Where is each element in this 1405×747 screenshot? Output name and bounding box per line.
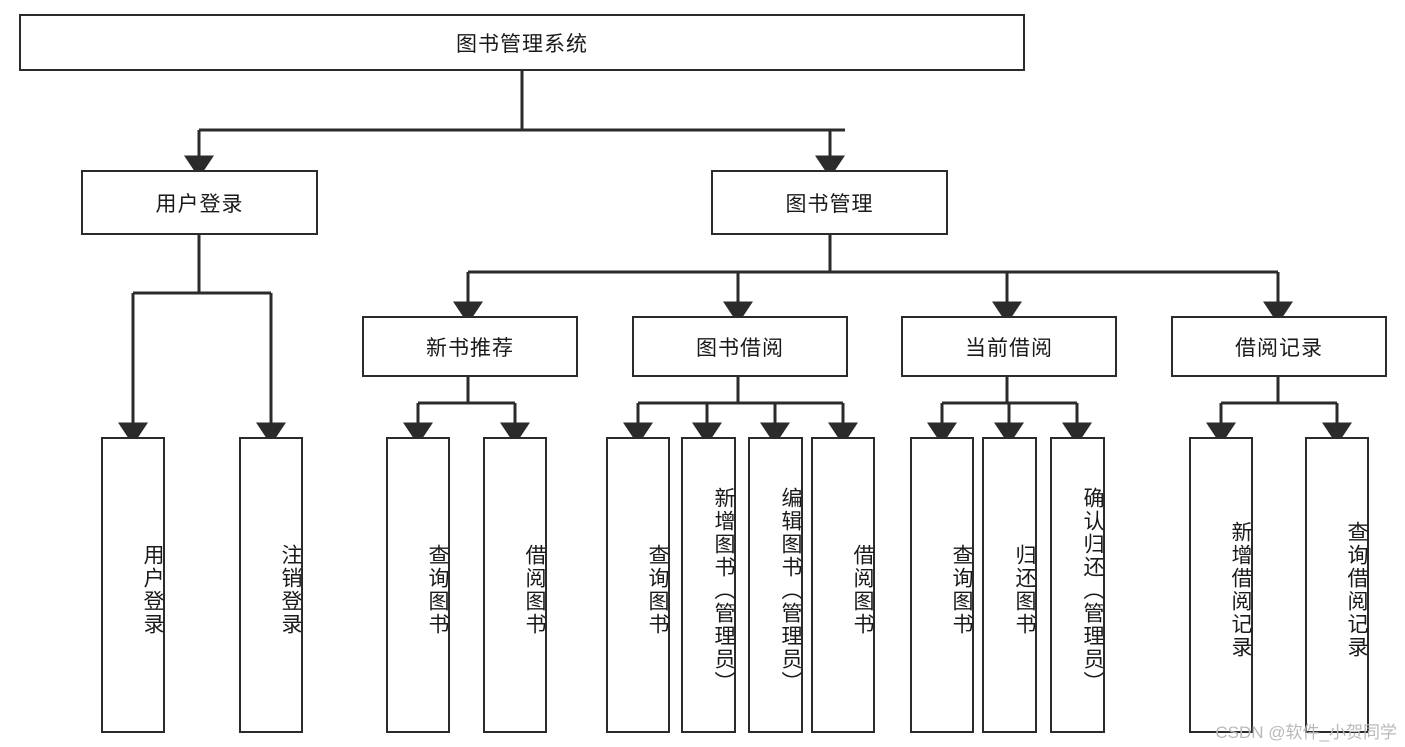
node-book-management[interactable]: 图书管理 (711, 170, 948, 235)
leaf-edit-book-admin[interactable]: 编辑图书（管理员） (748, 437, 803, 733)
leaf-borrow-book-new-label: 借阅图书 (523, 544, 546, 636)
leaf-borrow-book-borrow[interactable]: 借阅图书 (811, 437, 875, 733)
leaf-edit-book-admin-label: 编辑图书（管理员） (779, 486, 802, 694)
node-borrow-records[interactable]: 借阅记录 (1171, 316, 1387, 377)
leaf-query-book-new[interactable]: 查询图书 (386, 437, 450, 733)
leaf-query-book-new-label: 查询图书 (426, 544, 449, 636)
leaf-add-book-admin[interactable]: 新增图书（管理员） (681, 437, 736, 733)
leaf-return-book-label: 归还图书 (1013, 544, 1036, 636)
node-root-label: 图书管理系统 (456, 32, 588, 56)
node-book-borrow[interactable]: 图书借阅 (632, 316, 848, 377)
node-new-book-recommend[interactable]: 新书推荐 (362, 316, 578, 377)
leaf-add-borrow-record-label: 新增借阅记录 (1229, 521, 1252, 659)
leaf-query-borrow-record-label: 查询借阅记录 (1345, 521, 1368, 659)
node-book-management-label: 图书管理 (785, 192, 874, 216)
leaf-user-login[interactable]: 用户登录 (101, 437, 165, 733)
leaf-query-book-current-label: 查询图书 (950, 544, 973, 636)
node-new-book-recommend-label: 新书推荐 (426, 336, 514, 360)
leaf-borrow-book-borrow-label: 借阅图书 (851, 544, 874, 636)
leaf-query-borrow-record[interactable]: 查询借阅记录 (1305, 437, 1369, 733)
leaf-user-login-label: 用户登录 (141, 544, 164, 636)
node-book-borrow-label: 图书借阅 (696, 336, 784, 360)
watermark-text: CSDN @软件_小贺同学 (1215, 723, 1397, 742)
leaf-add-book-admin-label: 新增图书（管理员） (712, 486, 735, 694)
leaf-query-book-borrow[interactable]: 查询图书 (606, 437, 670, 733)
node-root[interactable]: 图书管理系统 (19, 14, 1025, 71)
leaf-query-book-borrow-label: 查询图书 (646, 544, 669, 636)
leaf-confirm-return-admin[interactable]: 确认归还（管理员） (1050, 437, 1105, 733)
leaf-logout[interactable]: 注销登录 (239, 437, 303, 733)
node-user-login-label: 用户登录 (155, 192, 244, 216)
leaf-confirm-return-admin-label: 确认归还（管理员） (1081, 486, 1104, 694)
node-current-borrow[interactable]: 当前借阅 (901, 316, 1117, 377)
leaf-borrow-book-new[interactable]: 借阅图书 (483, 437, 547, 733)
node-user-login[interactable]: 用户登录 (81, 170, 318, 235)
node-current-borrow-label: 当前借阅 (965, 336, 1053, 360)
leaf-logout-label: 注销登录 (279, 544, 302, 636)
leaf-return-book[interactable]: 归还图书 (982, 437, 1037, 733)
leaf-query-book-current[interactable]: 查询图书 (910, 437, 974, 733)
leaf-add-borrow-record[interactable]: 新增借阅记录 (1189, 437, 1253, 733)
node-borrow-records-label: 借阅记录 (1235, 336, 1323, 360)
